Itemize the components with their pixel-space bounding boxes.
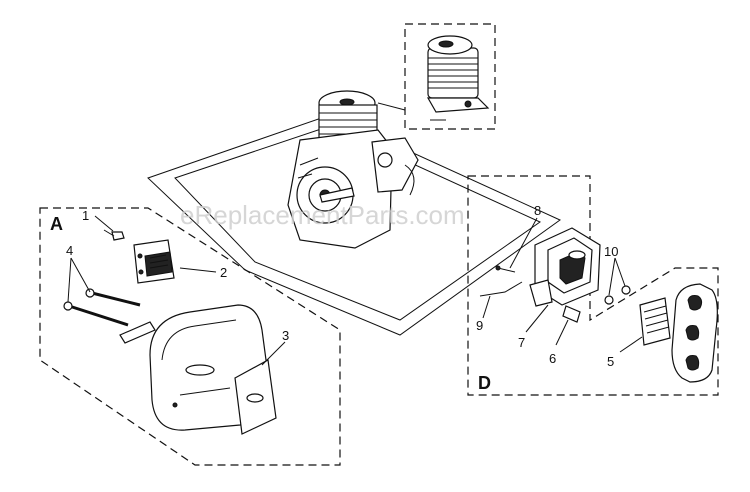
engine-block: [287, 90, 419, 249]
callout-2: 2: [220, 265, 227, 280]
section-a: A 1 2 4: [39, 207, 341, 466]
part-1-screw: [103, 229, 125, 241]
part-8-screw: [495, 265, 516, 273]
engine-outline: [147, 114, 561, 336]
part-6-spacer: [562, 305, 581, 323]
callout-10: 10: [604, 244, 618, 259]
part-5-filter: [639, 297, 671, 346]
callout-6: 6: [549, 351, 556, 366]
section-letter-d: D: [478, 373, 491, 393]
part-2-screen: [133, 239, 175, 284]
air-filter-cover: [671, 283, 718, 383]
callout-3: 3: [282, 328, 289, 343]
callout-9: 9: [476, 318, 483, 333]
cylinder-inset-drawing: [426, 35, 490, 121]
watermark: eReplacementParts.com: [180, 200, 465, 230]
part-7-lever: [529, 279, 553, 307]
section-d: D 8 9 7 6: [467, 175, 719, 396]
part-9-wire: [479, 281, 523, 297]
callout-1: 1: [82, 208, 89, 223]
cylinder-inset: [377, 23, 496, 130]
callout-5: 5: [607, 354, 614, 369]
part-3-plate: [234, 359, 277, 435]
part-4-bolts: [63, 288, 141, 327]
part-10-grommets: [604, 285, 631, 305]
callout-8: 8: [534, 203, 541, 218]
callout-7: 7: [518, 335, 525, 350]
section-letter-a: A: [50, 214, 63, 234]
callout-4: 4: [66, 243, 73, 258]
